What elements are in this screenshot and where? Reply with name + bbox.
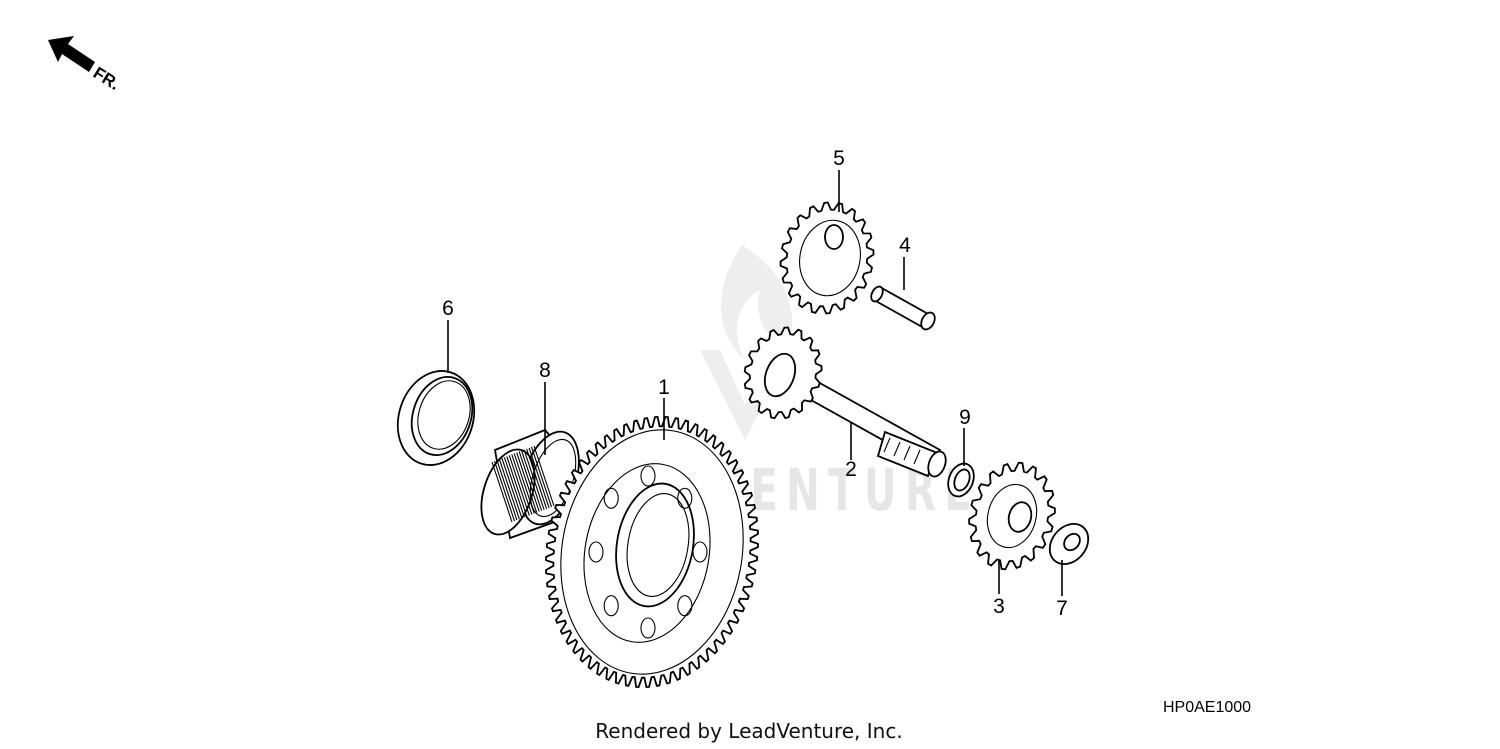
bearing-roller [530, 446, 553, 508]
callout-7: 7 [1056, 597, 1068, 620]
callout-3: 3 [993, 595, 1005, 618]
part-3-reduction-gear [968, 461, 1056, 571]
callout-2: 2 [845, 458, 857, 481]
callouts: 1 2 3 4 5 6 7 8 9 [442, 147, 1068, 620]
part-4-pin [870, 285, 936, 331]
bearing-roller [508, 455, 530, 516]
part-6-seal-ring [396, 370, 476, 466]
bolt-hole [588, 541, 604, 563]
callout-8: 8 [539, 359, 551, 382]
bearing-roller [498, 459, 520, 520]
bearing-roller [511, 454, 533, 515]
bearing-roller [503, 457, 525, 518]
part-8-needle-bearing [480, 428, 580, 540]
bolt-hole [640, 617, 656, 639]
callout-5: 5 [833, 147, 845, 170]
bearing-roller [501, 458, 523, 519]
part-5-idle-gear [779, 201, 875, 315]
bolt-hole [692, 541, 708, 563]
part-7-washer [1048, 523, 1090, 565]
bolt-hole [640, 465, 656, 487]
diagram-code: HP0AE1000 [1163, 699, 1251, 716]
bolt-hole [677, 487, 693, 509]
bearing-roller [491, 461, 513, 523]
bearing-roller [526, 448, 548, 509]
part-2-reduction-shaft [743, 326, 947, 478]
leader-lines [447, 170, 1063, 596]
callout-4: 4 [899, 234, 911, 257]
orientation-indicator: FR. [48, 36, 123, 94]
bolt-hole [603, 595, 619, 617]
arrow-up-left-icon [48, 36, 95, 72]
part-1-starter-driven-gear [545, 415, 759, 689]
bearing-roller [506, 456, 528, 517]
orientation-label: FR. [90, 63, 123, 94]
bolt-hole [677, 595, 693, 617]
bearing-roller [528, 447, 550, 509]
bearing-roller [533, 445, 555, 507]
part-9-circlip [947, 462, 975, 498]
bearing-roller [523, 449, 545, 510]
callout-1: 1 [658, 376, 670, 399]
bearing-roller [516, 452, 538, 513]
credit-line: Rendered by LeadVenture, Inc. [595, 719, 902, 743]
bearing-roller [496, 459, 518, 521]
callout-9: 9 [959, 406, 971, 429]
bearing-roller [493, 460, 516, 522]
bolt-hole [603, 487, 619, 509]
bearing-roller [518, 451, 540, 512]
callout-6: 6 [442, 297, 454, 320]
